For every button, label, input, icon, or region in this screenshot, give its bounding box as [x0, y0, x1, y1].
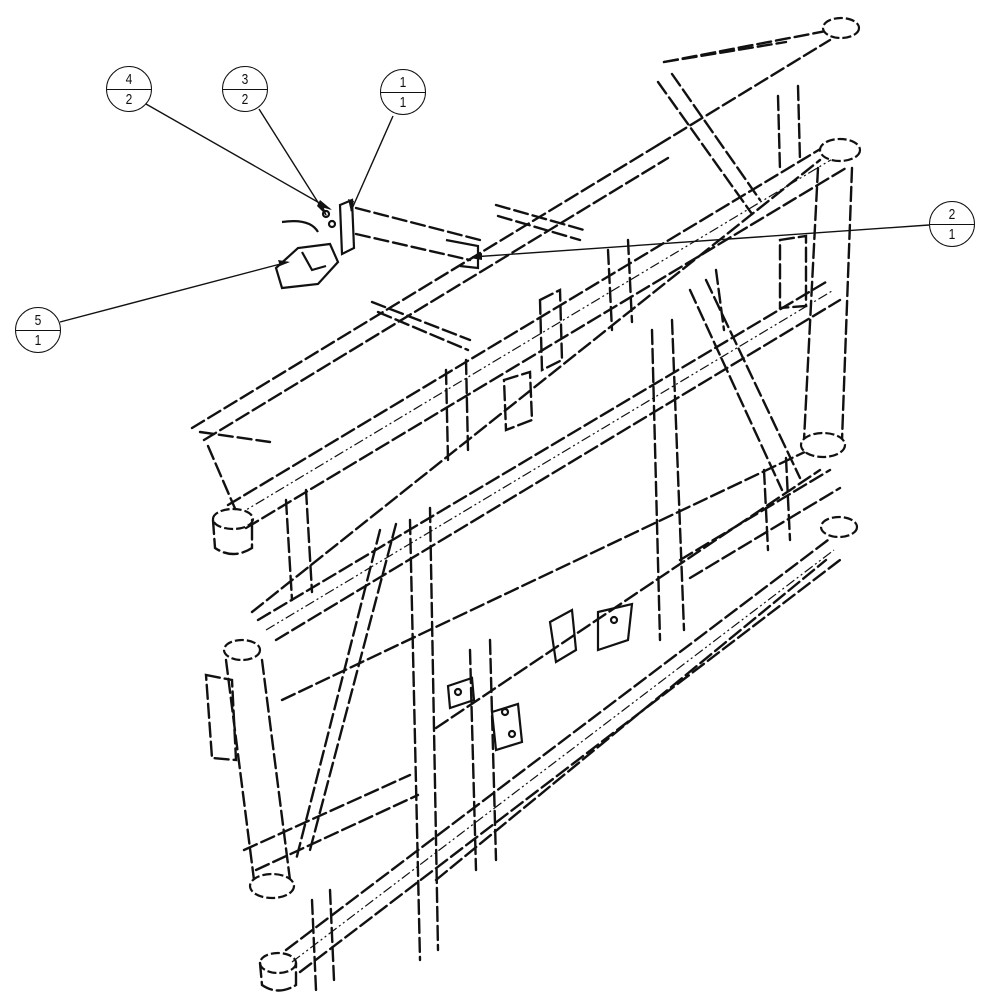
callout-item-4: 4 2 [106, 66, 152, 112]
left-cylinder [204, 658, 296, 900]
callout-item-number: 4 [125, 71, 133, 88]
end-cap-top-left [211, 507, 255, 531]
leader-lines [59, 103, 930, 323]
vertical-posts [284, 84, 802, 992]
callout-divider [107, 89, 151, 90]
end-cap-mid-left [222, 638, 262, 662]
center-mount-brackets [446, 288, 634, 752]
callout-divider [16, 330, 60, 331]
callout-quantity: 1 [399, 94, 407, 111]
end-cap-mid-right [818, 137, 862, 163]
callout-quantity: 2 [125, 91, 133, 108]
callout-quantity: 1 [948, 226, 956, 243]
callout-quantity: 2 [241, 91, 249, 108]
callout-item-number: 1 [399, 74, 407, 91]
callout-divider [223, 89, 267, 90]
lower-rail [280, 438, 842, 974]
callout-item-2: 2 1 [929, 201, 975, 247]
end-cap-top-right [821, 16, 861, 40]
callout-item-3: 3 2 [222, 66, 268, 112]
callout-divider [930, 224, 974, 225]
callout-item-5: 5 1 [15, 307, 61, 353]
upper-back-rail [190, 26, 844, 442]
nut [327, 219, 337, 229]
top-rail [226, 146, 848, 530]
end-cap-bottom-left [258, 951, 298, 975]
callout-quantity: 1 [34, 332, 42, 349]
lamp [274, 242, 340, 290]
mounting-bracket [338, 198, 356, 256]
right-cylinder [778, 166, 854, 459]
bolt [321, 209, 331, 219]
end-cap-lower-right [819, 515, 859, 539]
callout-divider [381, 92, 425, 93]
callout-item-number: 5 [34, 312, 42, 329]
callout-item-number: 2 [948, 206, 956, 223]
callout-item-number: 3 [241, 71, 249, 88]
diagonal-braces [242, 268, 842, 872]
callout-item-1: 1 1 [380, 69, 426, 115]
light-assembly [274, 198, 482, 290]
top-crossmembers [198, 40, 788, 522]
middle-rail [250, 158, 842, 642]
